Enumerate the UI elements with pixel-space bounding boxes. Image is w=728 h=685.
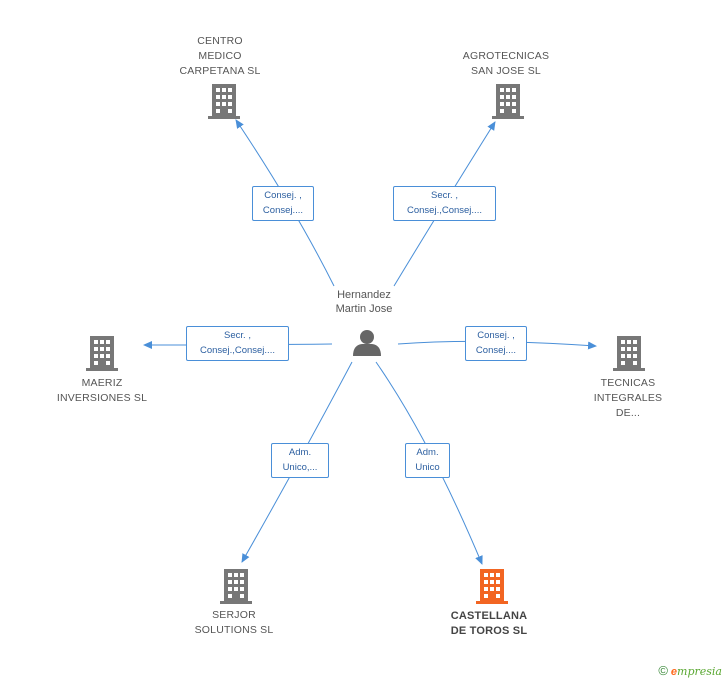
person-icon[interactable] (352, 329, 382, 357)
company-label-agrotecnicas[interactable]: AGROTECNICAS SAN JOSE SL (462, 50, 550, 77)
building-icon[interactable] (208, 84, 240, 120)
brand-name: mpresia (677, 665, 722, 678)
building-icon[interactable] (613, 336, 645, 372)
empresia-logo: ©empresia (658, 663, 722, 678)
company-label-centro-medico[interactable]: CENTRO MEDICO CARPETANA SL (179, 35, 261, 77)
relation-label-centro-medico[interactable]: Consej. , Consej.... (252, 186, 314, 221)
company-label-tecnicas[interactable]: TECNICAS INTEGRALES DE... (593, 377, 663, 419)
relation-label-maeriz[interactable]: Secr. , Consej.,Consej.... (186, 326, 289, 361)
copyright-icon: © (658, 663, 668, 678)
relation-label-castellana[interactable]: Adm. Unico (405, 443, 450, 478)
person-name[interactable]: Hernandez Martin Jose (335, 289, 393, 315)
relation-label-serjor[interactable]: Adm. Unico,... (271, 443, 329, 478)
building-icon-highlighted[interactable] (476, 569, 508, 605)
building-icon[interactable] (86, 336, 118, 372)
building-icon[interactable] (492, 84, 524, 120)
relation-label-agrotecnicas[interactable]: Secr. , Consej.,Consej.... (393, 186, 496, 221)
brand-initial: e (670, 666, 678, 678)
building-icon[interactable] (220, 569, 252, 605)
company-label-castellana[interactable]: CASTELLANA DE TOROS SL (450, 610, 528, 637)
company-label-maeriz[interactable]: MAERIZ INVERSIONES SL (56, 377, 148, 404)
company-label-serjor[interactable]: SERJOR SOLUTIONS SL (194, 609, 274, 636)
relation-label-tecnicas[interactable]: Consej. , Consej.... (465, 326, 527, 361)
